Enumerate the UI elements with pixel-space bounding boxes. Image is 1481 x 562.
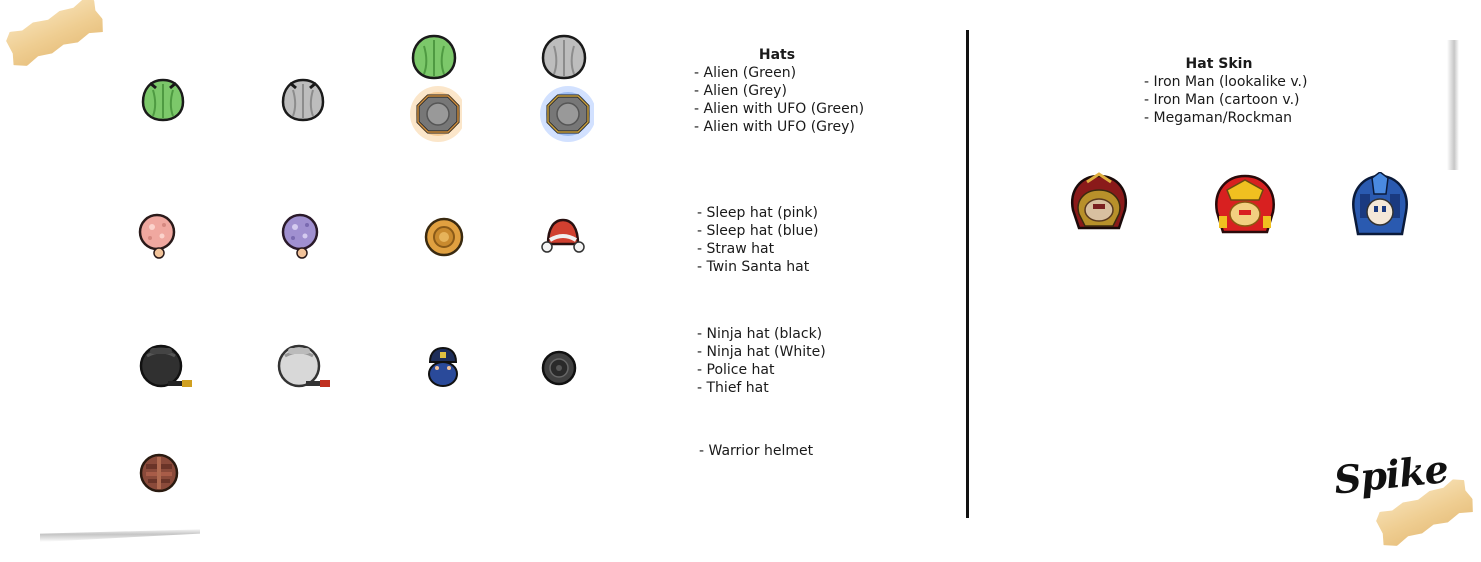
- hat-item: - Ninja hat (White): [697, 344, 826, 360]
- hat-item: - Twin Santa hat: [697, 259, 810, 275]
- hat-item: - Straw hat: [697, 241, 775, 257]
- hat-item: - Sleep hat (blue): [697, 223, 819, 239]
- hat-item: - Alien (Grey): [694, 83, 787, 99]
- hat-item: - Alien (Green): [694, 65, 797, 81]
- alien-ufo-grey-hat-icon: [534, 34, 594, 146]
- hat-skin-item: - Iron Man (cartoon v.): [1144, 92, 1300, 108]
- warrior-helmet-icon: [138, 452, 180, 494]
- twin-santa-hat-icon: [540, 216, 586, 256]
- hats-heading: Hats: [758, 47, 796, 63]
- hats-list: Hats - Alien (Green) - Alien (Grey) - Al…: [694, 46, 864, 136]
- ninja-hat-black-icon: [138, 340, 196, 392]
- alien-green-hat-icon: [140, 78, 186, 122]
- hat-item: - Warrior helmet: [699, 443, 814, 459]
- straw-hat-icon: [423, 216, 465, 258]
- police-hat-icon: [424, 346, 462, 388]
- hat-item: - Alien with UFO (Green): [694, 101, 865, 117]
- column-divider: [966, 30, 969, 518]
- paper-shadow-right: [1447, 40, 1459, 170]
- iron-man-lookalike-icon: [1065, 170, 1133, 236]
- alien-grey-hat-icon: [280, 78, 326, 122]
- hat-skin-item: - Megaman/Rockman: [1144, 110, 1293, 126]
- hat-item: - Alien with UFO (Grey): [694, 119, 855, 135]
- sleep-hat-blue-icon: [279, 212, 323, 260]
- hat-item: - Police hat: [697, 362, 775, 378]
- hat-skin-list: Hat Skin - Iron Man (lookalike v.) - Iro…: [1144, 55, 1307, 127]
- hat-item: - Ninja hat (black): [697, 326, 823, 342]
- hats-list-group-2: - Sleep hat (pink) - Sleep hat (blue) - …: [697, 204, 818, 276]
- iron-man-cartoon-icon: [1209, 172, 1281, 238]
- hat-skin-item: - Iron Man (lookalike v.): [1144, 74, 1308, 90]
- ninja-hat-white-icon: [276, 340, 334, 392]
- hat-item: - Thief hat: [697, 380, 769, 396]
- thief-hat-icon: [540, 350, 578, 386]
- alien-ufo-green-hat-icon: [406, 34, 462, 146]
- hats-list-group-3: - Ninja hat (black) - Ninja hat (White) …: [697, 325, 826, 397]
- hats-list-group-4: - Warrior helmet: [699, 442, 813, 460]
- hat-skin-heading: Hat Skin: [1185, 56, 1253, 72]
- megaman-rockman-icon: [1346, 172, 1414, 240]
- tape-top-left: [1, 0, 108, 71]
- sleep-hat-pink-icon: [136, 212, 180, 260]
- hat-item: - Sleep hat (pink): [697, 205, 818, 221]
- paper-shadow-bottom: [40, 529, 200, 542]
